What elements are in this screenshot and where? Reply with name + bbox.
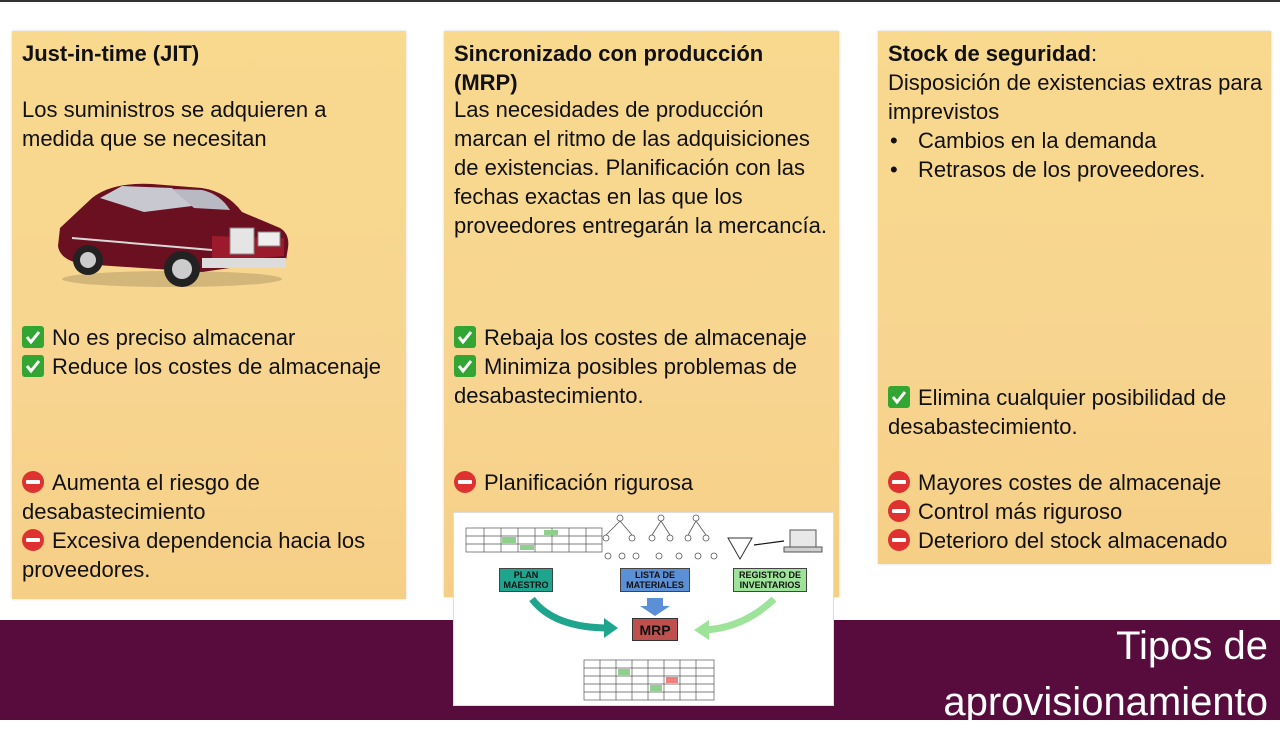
- car-image: [52, 176, 292, 291]
- panel-mrp: Sincronizado con producción (MRP) Las ne…: [444, 31, 839, 597]
- slide-title: Tipos de aprovisionamiento: [943, 624, 1268, 724]
- bullet-item: Retrasos de los proveedores.: [888, 155, 1263, 184]
- panel-jit-description: Los suministros se adquieren a medida qu…: [22, 97, 327, 151]
- pro-item: Minimiza posibles problemas de desabaste…: [454, 354, 798, 408]
- panel-stock-cons: Mayores costes de almacenaje Control más…: [888, 468, 1263, 555]
- panel-stock: Stock de seguridad: Disposición de exist…: [878, 31, 1271, 564]
- bullet-item: Cambios en la demanda: [888, 126, 1263, 155]
- con-item: Excesiva dependencia hacia los proveedor…: [22, 528, 366, 582]
- plan-maestro-box: PLAN MAESTRO: [499, 568, 553, 592]
- con-item: Deterioro del stock almacenado: [888, 526, 1263, 555]
- registro-inventarios-box: REGISTRO DE INVENTARIOS: [733, 568, 807, 592]
- pro-item: Elimina cualquier posibilidad de desabas…: [888, 385, 1227, 439]
- no-entry-icon: [22, 471, 44, 493]
- check-mark-icon: [22, 326, 44, 348]
- panel-mrp-title: Sincronizado con producción (MRP): [454, 41, 764, 95]
- panel-mrp-description: Las necesidades de producción marcan el …: [454, 97, 827, 238]
- pro-item: No es preciso almacenar: [22, 323, 398, 352]
- no-entry-icon: [888, 500, 910, 522]
- panel-mrp-cons: Planificación rigurosa: [454, 468, 831, 497]
- panel-jit: Just-in-time (JIT) Los suministros se ad…: [12, 31, 406, 599]
- con-item: Planificación rigurosa: [454, 468, 831, 497]
- panel-mrp-pros: Rebaja los costes de almacenaje Minimiza…: [454, 323, 831, 410]
- no-entry-icon: [454, 471, 476, 493]
- no-entry-icon: [888, 471, 910, 493]
- check-mark-icon: [454, 355, 476, 377]
- check-mark-icon: [454, 326, 476, 348]
- con-item: Control más riguroso: [888, 497, 1263, 526]
- mrp-diagram: PLAN MAESTRO LISTA DE MATERIALES REGISTR…: [453, 512, 834, 706]
- no-entry-icon: [22, 529, 44, 551]
- pro-item: Reduce los costes de almacenaje: [22, 352, 398, 381]
- panel-stock-bullets: Cambios en la demanda Retrasos de los pr…: [888, 126, 1263, 184]
- check-mark-icon: [888, 386, 910, 408]
- panel-jit-pros: No es preciso almacenar Reduce los coste…: [22, 323, 398, 381]
- mrp-diagram-graphics: [465, 514, 823, 701]
- panel-jit-title: Just-in-time (JIT): [22, 41, 200, 66]
- top-border: [0, 0, 1280, 2]
- panel-stock-pros: Elimina cualquier posibilidad de desabas…: [888, 383, 1263, 441]
- panel-jit-cons: Aumenta el riesgo de desabastecimiento E…: [22, 468, 398, 584]
- pro-item: Rebaja los costes de almacenaje: [454, 323, 831, 352]
- con-item: Mayores costes de almacenaje: [888, 468, 1263, 497]
- lista-materiales-box: LISTA DE MATERIALES: [620, 568, 690, 592]
- check-mark-icon: [22, 355, 44, 377]
- mrp-core-box: MRP: [632, 618, 678, 641]
- panel-stock-title: Stock de seguridad:: [888, 41, 1098, 66]
- panel-stock-description: Disposición de existencias extras para i…: [888, 70, 1263, 124]
- no-entry-icon: [888, 529, 910, 551]
- con-item: Aumenta el riesgo de desabastecimiento: [22, 470, 260, 524]
